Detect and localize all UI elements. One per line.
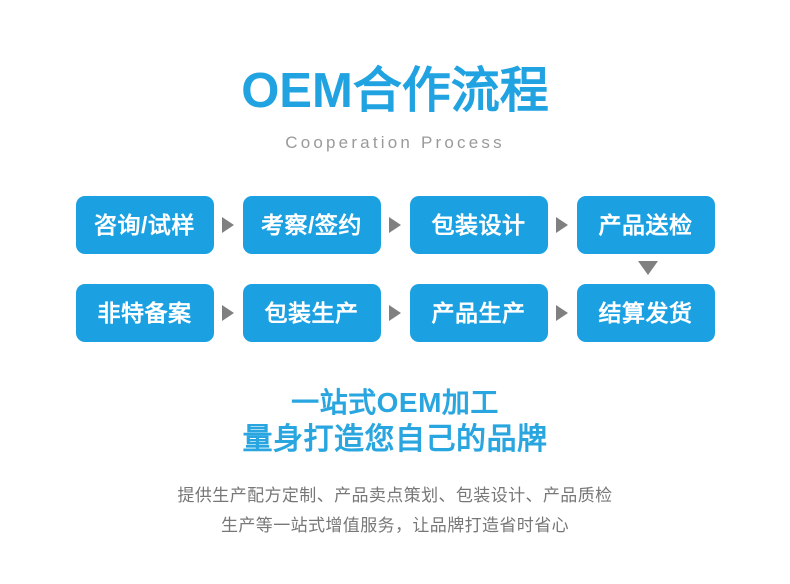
step-label: 产品生产 — [431, 300, 526, 326]
arrow-right-icon — [548, 284, 577, 342]
step-box-product-production[interactable]: 产品生产 — [409, 284, 548, 342]
description-line-2: 生产等一站式增值服务，让品牌打造省时省心 — [221, 516, 569, 535]
step-label: 包装生产 — [264, 300, 359, 326]
step-box-consult-sample[interactable]: 咨询/试样 — [75, 196, 214, 254]
step-label: 产品送检 — [598, 212, 693, 238]
step-label: 咨询/试样 — [94, 212, 195, 238]
step-label: 包装设计 — [431, 212, 526, 238]
arrow-right-icon — [214, 196, 243, 254]
bottom-message-block: 一站式OEM加工 量身打造您自己的品牌 提供生产配方定制、产品卖点策划、包装设计… — [0, 385, 790, 541]
headline-line-1: 一站式OEM加工 — [291, 387, 499, 418]
step-box-product-inspection[interactable]: 产品送检 — [576, 196, 715, 254]
description-line-1: 提供生产配方定制、产品卖点策划、包装设计、产品质检 — [177, 486, 613, 505]
step-box-settlement-shipping[interactable]: 结算发货 — [576, 284, 715, 342]
step-box-package-production[interactable]: 包装生产 — [242, 284, 381, 342]
process-flow-row-2: 非特备案 包装生产 产品生产 结算发货 — [0, 284, 790, 342]
step-box-non-special-filing[interactable]: 非特备案 — [75, 284, 214, 342]
page-subtitle: Cooperation Process — [285, 133, 505, 152]
step-label: 非特备案 — [97, 300, 192, 326]
step-box-package-design[interactable]: 包装设计 — [409, 196, 548, 254]
page-header: OEM合作流程 Cooperation Process — [0, 62, 790, 154]
page-title: OEM合作流程 — [241, 64, 549, 118]
arrow-right-icon — [381, 196, 410, 254]
step-label: 结算发货 — [598, 300, 693, 326]
step-box-visit-contract[interactable]: 考察/签约 — [242, 196, 381, 254]
arrow-right-icon — [381, 284, 410, 342]
arrow-right-icon — [214, 284, 243, 342]
process-flow-row-1: 咨询/试样 考察/签约 包装设计 产品送检 — [0, 196, 790, 254]
arrow-right-icon — [548, 196, 577, 254]
step-label: 考察/签约 — [261, 212, 362, 238]
arrow-down-icon — [637, 259, 659, 277]
headline-line-2: 量身打造您自己的品牌 — [242, 423, 548, 456]
